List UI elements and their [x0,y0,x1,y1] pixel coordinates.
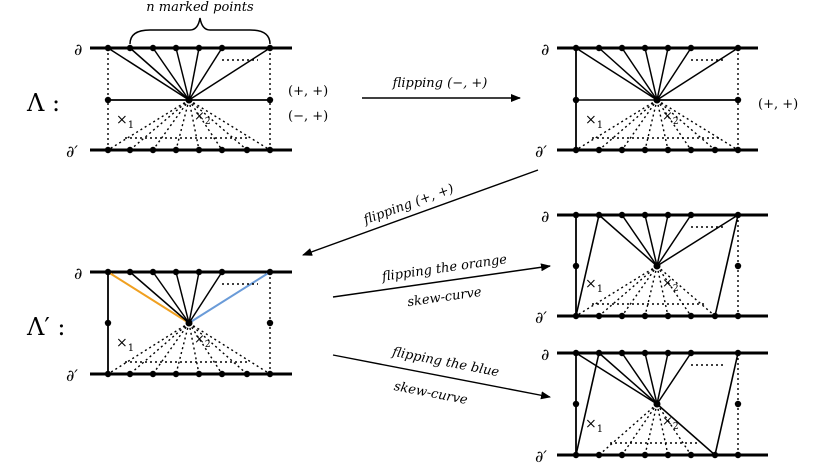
arrow-flip-orange: flipping the orange skew-curve [332,252,551,310]
svg-text:flipping (−, +): flipping (−, +) [392,76,488,91]
svg-text:×2: ×2 [662,276,679,294]
boundary-label: ∂ [74,40,82,59]
svg-text:∂: ∂ [541,207,549,226]
boundary-prime-label: ∂′ [66,142,78,161]
blue-skew-curve [188,271,271,324]
pp-label: (+, +) [288,84,328,99]
panel-lambda-prime: Λ′ : ∂ ∂′ ×1 ×2 [26,264,292,385]
svg-text:×2: ×2 [662,109,679,127]
panel-after-flip-blue: ∂ ∂′ ×1 ×2 [535,345,768,466]
svg-text:flipping the orange: flipping the orange [380,252,508,285]
mp-label: (−, +) [288,109,328,124]
arrow-flip-mp: flipping (−, +) [362,76,521,102]
svg-text:∂′: ∂′ [66,366,78,385]
svg-text:flipping the blue: flipping the blue [390,345,501,381]
svg-text:×1: ×1 [585,276,603,295]
svg-text:×1: ×1 [585,112,603,131]
svg-text:∂: ∂ [541,40,549,59]
svg-text:∂: ∂ [541,345,549,364]
panel-after-flip-mp: ∂ ∂′ (+, +) ×1 ×2 [535,40,798,161]
svg-text:skew-curve: skew-curve [406,285,482,310]
svg-text:∂′: ∂′ [535,308,547,327]
svg-text:×1: ×1 [585,416,603,435]
brace [129,17,271,45]
orange-skew-curve [107,271,190,324]
svg-text:Λ′ :: Λ′ : [26,313,66,341]
panel-after-flip-orange: ∂ ∂′ ×1 ×2 [535,207,768,327]
lambda-label: Λ : [26,89,60,117]
svg-text:∂′: ∂′ [535,142,547,161]
n-marked-points-label: n marked points [146,0,254,15]
svg-text:×2: ×2 [194,109,211,127]
panel-lambda: n marked points Λ : ∂ ∂′ (+, +) (−, +) ×… [26,0,328,161]
svg-text:(+, +): (+, +) [758,97,798,112]
arrow-flip-blue: flipping the blue skew-curve [332,345,551,408]
svg-text:∂: ∂ [74,264,82,283]
svg-text:∂′: ∂′ [535,447,547,466]
svg-text:skew-curve: skew-curve [393,379,469,408]
svg-text:×1: ×1 [116,335,134,354]
svg-text:×2: ×2 [194,332,211,350]
svg-text:×2: ×2 [662,414,679,432]
svg-text:×1: ×1 [116,112,134,131]
arrow-flip-pp: flipping (+, +) [302,169,539,256]
